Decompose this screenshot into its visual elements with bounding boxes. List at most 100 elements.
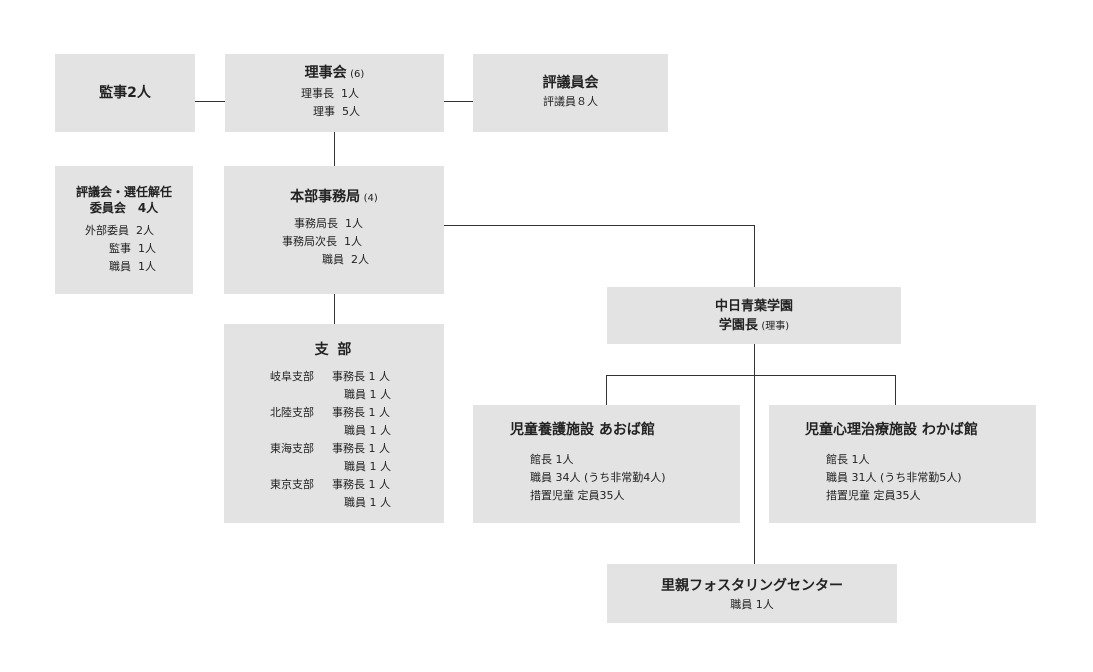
head-office-row-label: 職員 (322, 253, 344, 266)
branch-row: 北陸支部 事務長 1 人 (270, 404, 391, 422)
foster-title: 里親フォスタリングセンター (661, 578, 843, 594)
auditor-box: 監事2人 (55, 54, 195, 132)
head-office-row-value: 1人 (344, 235, 362, 248)
wakaba-box: 児童心理治療施設 わかば館 館長 1人 職員 31人 (うち非常勤5人) 措置児… (769, 405, 1036, 523)
wakaba-line: 職員 31人 (うち非常勤5人) (826, 471, 962, 484)
branch-role: 職員 (344, 460, 366, 473)
branch-value: 1 人 (369, 388, 392, 401)
board-heading: 理事会 (6) (225, 64, 444, 83)
branches-box: 支 部 岐阜支部事務長 1 人 職員 1 人 北陸支部事務長 1 人 職員 1 … (224, 324, 444, 523)
connector-auditor-board (195, 101, 225, 102)
committee-row-value: 1人 (138, 260, 156, 273)
branch-row: 岐阜支部事務長 1 人 (270, 368, 391, 386)
wakaba-line: 措置児童 定員35人 (826, 489, 921, 502)
selection-committee-box: 評議会・選任解任 委員会 4人 外部委員 2人 監事 1人 職員 1人 (55, 166, 193, 294)
council-box: 評議員会 評議員８人 (473, 54, 668, 132)
wakaba-title: 児童心理治療施設 わかば館 (805, 422, 978, 438)
foster-sub: 職員 1人 (730, 598, 774, 611)
branch-value: 1 人 (369, 424, 392, 437)
branch-value: 1 人 (368, 406, 391, 419)
aoba-lines: 館長 1人 職員 34人 (うち非常勤4人) 措置児童 定員35人 (530, 451, 666, 505)
board-row-value: 1人 (341, 87, 359, 100)
connector-school-foster (754, 344, 755, 564)
board-row: 理事 5人 (301, 103, 360, 121)
board-box: 理事会 (6) 理事長 1人 理事 5人 (225, 54, 444, 132)
foster-box: 里親フォスタリングセンター 職員 1人 (607, 564, 897, 623)
committee-row: 監事 1人 (85, 240, 156, 258)
committee-title-line1: 評議会・選任解任 (75, 185, 172, 199)
branch-role: 職員 (344, 496, 366, 509)
branch-row: 職員 1 人 (270, 494, 391, 512)
branch-role: 事務長 (332, 442, 365, 455)
board-title: 理事会 (304, 65, 347, 81)
branch-role: 事務長 (332, 406, 365, 419)
board-rows: 理事長 1人 理事 5人 (301, 85, 360, 121)
branch-name: 東京支部 (270, 478, 314, 491)
head-office-box: 本部事務局 (4) 事務局長 1人 事務局次長 1人 職員 2人 (224, 166, 444, 294)
head-office-count: (4) (363, 193, 378, 204)
committee-title-line2: 委員会 4人 (89, 201, 159, 215)
branch-role: 事務長 (332, 478, 365, 491)
branch-value: 1 人 (368, 442, 391, 455)
branch-row: 職員 1 人 (270, 386, 391, 404)
connector-facilities-h (606, 375, 896, 376)
head-office-heading: 本部事務局 (4) (224, 188, 444, 207)
branch-name: 北陸支部 (270, 406, 314, 419)
committee-row: 職員 1人 (85, 258, 156, 276)
head-office-rows: 事務局長 1人 事務局次長 1人 職員 2人 (282, 215, 369, 269)
wakaba-lines: 館長 1人 職員 31人 (うち非常勤5人) 措置児童 定員35人 (826, 451, 962, 505)
branch-value: 1 人 (368, 370, 391, 383)
branch-row: 職員 1 人 (270, 422, 391, 440)
committee-rows: 外部委員 2人 監事 1人 職員 1人 (85, 222, 156, 276)
board-count: (6) (350, 69, 365, 80)
school-head-note: (理事) (761, 321, 790, 332)
connector-board-council (444, 101, 473, 102)
head-office-row-label: 事務局長 (294, 217, 338, 230)
school-head: 学園長 (718, 318, 758, 333)
connector-board-headoffice (334, 132, 335, 166)
committee-row-label: 監事 (109, 242, 131, 255)
board-row-label: 理事長 (301, 87, 334, 100)
branch-role: 事務長 (332, 370, 365, 383)
branches-title: 支 部 (314, 342, 354, 358)
committee-row-label: 外部委員 (85, 224, 129, 237)
connector-wakaba-v (895, 375, 896, 405)
aoba-line: 措置児童 定員35人 (530, 489, 625, 502)
connector-aoba-v (606, 375, 607, 405)
committee-row-label: 職員 (109, 260, 131, 273)
board-row-value: 5人 (342, 105, 360, 118)
branch-value: 1 人 (369, 460, 392, 473)
connector-headoffice-school-v (754, 225, 755, 287)
committee-row-value: 2人 (136, 224, 154, 237)
branch-value: 1 人 (369, 496, 392, 509)
aoba-line: 職員 34人 (うち非常勤4人) (530, 471, 666, 484)
board-row-label: 理事 (313, 105, 335, 118)
head-office-row-label: 事務局次長 (282, 235, 337, 248)
branch-role: 職員 (344, 424, 366, 437)
council-title: 評議員会 (542, 75, 599, 91)
school-title: 中日青葉学園 (714, 299, 793, 314)
head-office-title: 本部事務局 (290, 189, 361, 205)
head-office-row: 事務局次長 1人 (282, 233, 369, 251)
council-sub: 評議員８人 (543, 95, 598, 108)
branch-row: 東海支部 事務長 1 人 (270, 440, 391, 458)
branch-role: 職員 (344, 388, 366, 401)
school-box: 中日青葉学園 学園長 (理事) (607, 287, 901, 344)
branches-rows: 岐阜支部事務長 1 人 職員 1 人 北陸支部事務長 1 人 職員 1 人 東海… (270, 368, 391, 512)
school-head-line: 学園長 (理事) (607, 317, 901, 335)
head-office-row: 職員 2人 (282, 251, 369, 269)
head-office-row-value: 2人 (351, 253, 369, 266)
connector-headoffice-branches (334, 294, 335, 324)
committee-row: 外部委員 2人 (85, 222, 156, 240)
branch-value: 1 人 (368, 478, 391, 491)
aoba-title: 児童養護施設 あおば館 (510, 422, 655, 438)
branch-name: 東海支部 (270, 442, 314, 455)
committee-row-value: 1人 (138, 242, 156, 255)
aoba-line: 館長 1人 (530, 453, 574, 466)
head-office-row-value: 1人 (345, 217, 363, 230)
board-row: 理事長 1人 (301, 85, 360, 103)
head-office-row: 事務局長 1人 (282, 215, 369, 233)
branch-row: 職員 1 人 (270, 458, 391, 476)
aoba-box: 児童養護施設 あおば館 館長 1人 職員 34人 (うち非常勤4人) 措置児童 … (473, 405, 740, 523)
connector-headoffice-school-h (444, 225, 755, 226)
